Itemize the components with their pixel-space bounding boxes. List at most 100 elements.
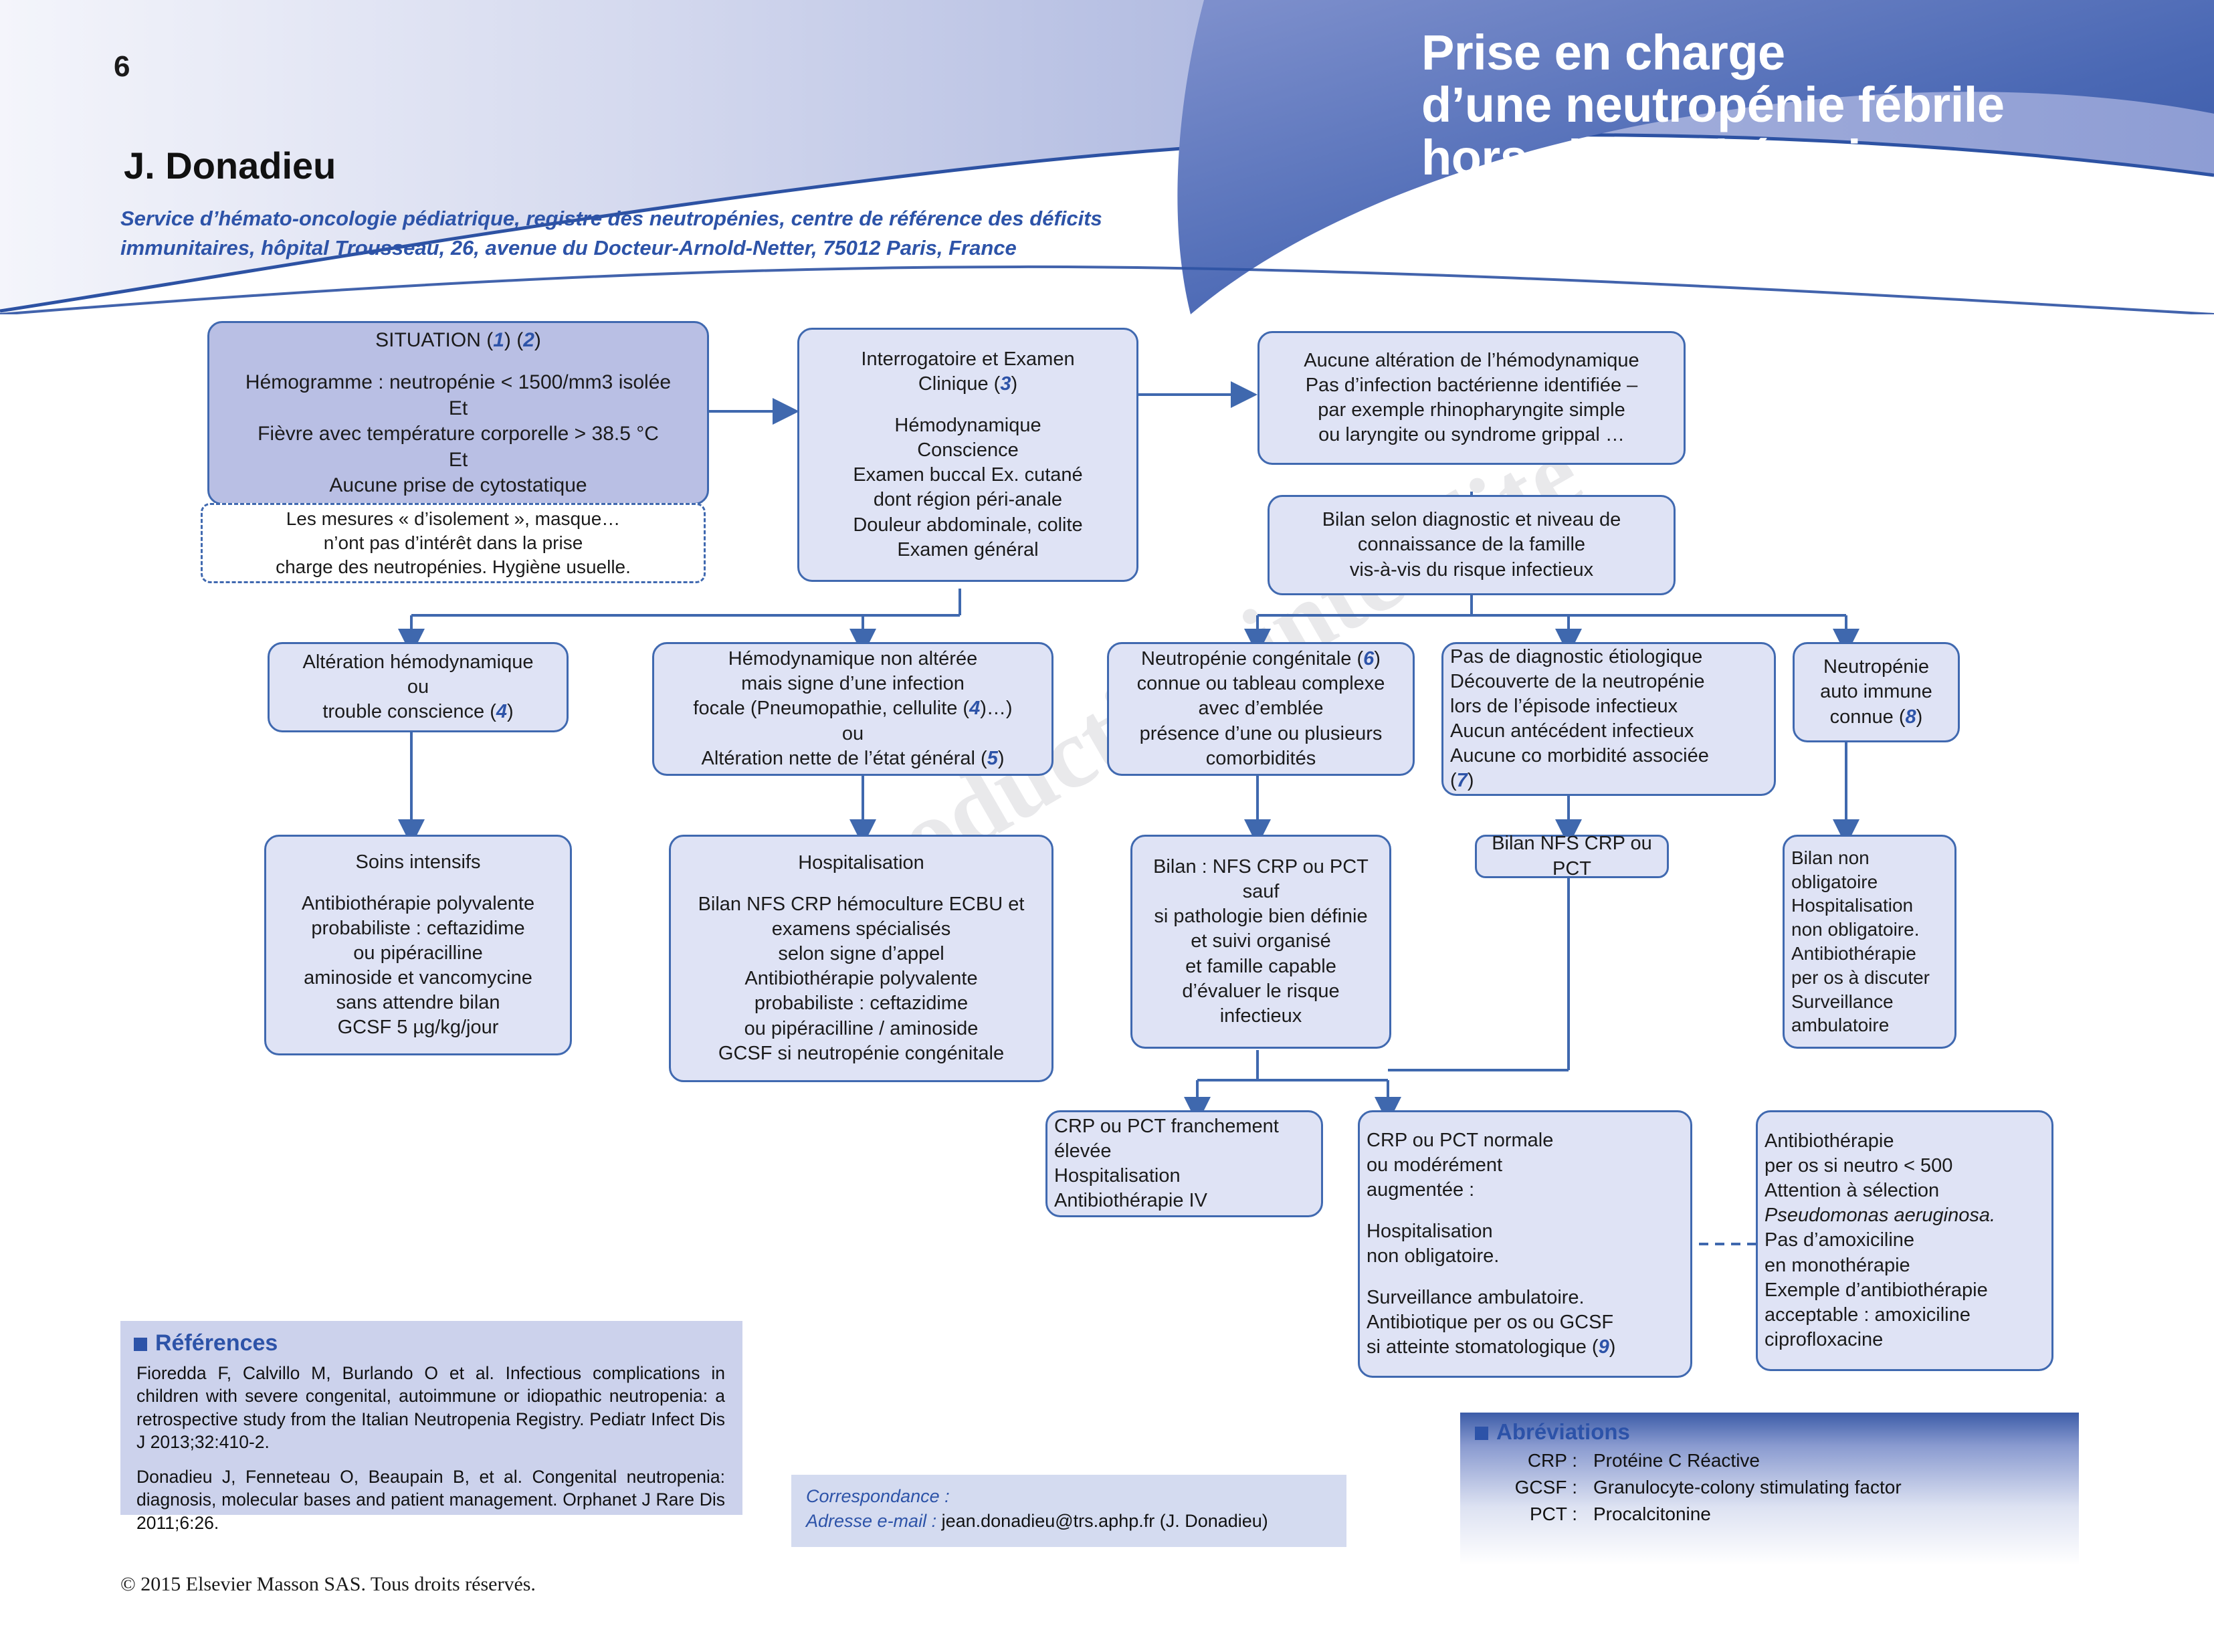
- abbreviations-panel: Abréviations CRP : Protéine C Réactive G…: [1460, 1413, 2079, 1565]
- node-situation[interactable]: SITUATION (1) (2) Hémogramme : neutropén…: [207, 321, 709, 505]
- author-name: J. Donadieu: [124, 144, 336, 187]
- branch4-line-5: Aucune co morbidité associée: [1450, 745, 1709, 767]
- soins-title: Soins intensifs: [355, 851, 481, 873]
- branch3-line-5: comorbidités: [1205, 747, 1316, 769]
- situation-line-4: Et: [448, 448, 468, 471]
- page-number: 6: [114, 50, 130, 83]
- soins-line-6: GCSF 5 µg/kg/jour: [337, 1017, 499, 1039]
- hosp-title: Hospitalisation: [798, 852, 924, 874]
- crpnorm-line-5: Hospitalisation: [1367, 1220, 1493, 1242]
- crpnorm-line-8: Surveillance ambulatoire.: [1367, 1286, 1585, 1308]
- bnoblig-line-6: per os à discuter: [1791, 966, 1930, 988]
- situation-title: SITUATION (1) (2): [375, 328, 541, 351]
- crpnorm-line-1: CRP ou PCT normale: [1367, 1129, 1554, 1151]
- aucune-line-4: ou laryngite ou syndrome grippal …: [1318, 424, 1625, 446]
- interrogatoire-line-6: Examen général: [897, 538, 1039, 560]
- abbreviations-heading: Abréviations: [1460, 1413, 2079, 1447]
- crpelev-line-2: élevée: [1054, 1140, 1112, 1162]
- bnoblig-line-4: non obligatoire.: [1791, 919, 1920, 940]
- soins-line-4: aminoside et vancomycine: [304, 966, 532, 989]
- page-header: 6 Prise en charge d’une neutropénie fébr…: [0, 0, 2214, 314]
- node-crp-pct-normale[interactable]: CRP ou PCT normale ou modérément augment…: [1358, 1110, 1692, 1378]
- node-interrogatoire[interactable]: Interrogatoire et Examen Clinique (3) Hé…: [797, 328, 1138, 582]
- hosp-line-6: ou pipéracilline / aminoside: [744, 1017, 979, 1039]
- node-soins-intensifs[interactable]: Soins intensifs Antibiothérapie polyvale…: [264, 835, 572, 1055]
- node-hospitalisation[interactable]: Hospitalisation Bilan NFS CRP hémocultur…: [669, 835, 1053, 1082]
- perps-line-8: acceptable : amoxiciline: [1765, 1304, 1971, 1326]
- bnoblig-line-3: Hospitalisation: [1791, 895, 1914, 916]
- crpelev-line-4: Antibiothérapie IV: [1054, 1190, 1207, 1212]
- email-label: Adresse e-mail :: [806, 1510, 937, 1531]
- node-branch-pas-de-diagnostic[interactable]: Pas de diagnostic étiologique Découverte…: [1441, 642, 1776, 796]
- perps-line-1: Antibiothérapie: [1765, 1130, 1894, 1152]
- reference-item: Fioredda F, Calvillo M, Burlando O et al…: [136, 1363, 725, 1453]
- isolation-line-3: charge des neutropénies. Hygiène usuelle…: [276, 556, 631, 577]
- references-panel: Références Fioredda F, Calvillo M, Burla…: [120, 1321, 742, 1533]
- soins-line-1: Antibiothérapie polyvalente: [301, 892, 535, 914]
- bilan-selon-line-1: Bilan selon diagnostic et niveau de: [1322, 509, 1621, 531]
- crpnorm-line-6: non obligatoire.: [1367, 1245, 1500, 1267]
- crpnorm-line-3: augmentée :: [1367, 1179, 1475, 1201]
- abbreviation-row: PCT : Procalcitonine: [1460, 1501, 2079, 1528]
- interrogatoire-line-1: Hémodynamique: [894, 415, 1041, 437]
- branch5-line-2: auto immune: [1820, 681, 1932, 703]
- bnoblig-line-1: Bilan non: [1791, 847, 1870, 868]
- crpnorm-line-2: ou modérément: [1367, 1154, 1503, 1176]
- branch4-line-3: lors de l’épisode infectieux: [1450, 695, 1678, 717]
- abbreviation-key: PCT :: [1529, 1503, 1577, 1524]
- node-bilan-nfs-sauf[interactable]: Bilan : NFS CRP ou PCT sauf si pathologi…: [1130, 835, 1391, 1049]
- perps-line-4: Pseudomonas aeruginosa.: [1765, 1205, 1996, 1227]
- branch5-line-1: Neutropénie: [1823, 656, 1929, 678]
- branch1-line-1: Altération hémodynamique: [302, 651, 534, 673]
- situation-line-2: Et: [448, 397, 468, 419]
- abbreviation-key: GCSF :: [1514, 1476, 1577, 1498]
- hosp-line-4: Antibiothérapie polyvalente: [744, 968, 978, 990]
- node-branch-neutropenie-congenitale[interactable]: Neutropénie congénitale (6) connue ou ta…: [1107, 642, 1415, 776]
- hosp-line-7: GCSF si neutropénie congénitale: [718, 1042, 1005, 1064]
- perps-line-7: Exemple d’antibiothérapie: [1765, 1279, 1988, 1301]
- node-crp-pct-elevee[interactable]: CRP ou PCT franchement élevée Hospitalis…: [1045, 1110, 1323, 1217]
- node-bilan-non-obligatoire[interactable]: Bilan non obligatoire Hospitalisation no…: [1783, 835, 1956, 1049]
- node-bilan-nfs-crp-pct[interactable]: Bilan NFS CRP ou PCT: [1475, 833, 1669, 880]
- crpnorm-line-9: Antibiotique per os ou GCSF: [1367, 1311, 1614, 1333]
- interrogatoire-title-2: Clinique (3): [918, 373, 1018, 395]
- branch2-line-2: mais signe d’une infection: [741, 673, 965, 695]
- bullet-square-icon: [134, 1338, 147, 1351]
- bilansauf-line-1: Bilan : NFS CRP ou PCT: [1153, 856, 1369, 878]
- bullet-square-icon: [1475, 1427, 1488, 1440]
- aucune-line-1: Aucune altération de l’hémodynamique: [1304, 349, 1639, 371]
- node-branch-hemodynamique-non-alteree[interactable]: Hémodynamique non altérée mais signe d’u…: [652, 642, 1053, 776]
- abbreviation-value: Procalcitonine: [1593, 1503, 1711, 1524]
- bilan-selon-line-2: connaissance de la famille: [1357, 534, 1586, 556]
- isolation-line-2: n’ont pas d’intérêt dans la prise: [323, 532, 583, 554]
- perps-line-6: en monothérapie: [1765, 1254, 1910, 1276]
- perps-line-2: per os si neutro < 500: [1765, 1155, 1953, 1177]
- bnoblig-line-5: Antibiothérapie: [1791, 943, 1916, 964]
- node-branch-alteration-hemodynamique[interactable]: Altération hémodynamique ou trouble cons…: [268, 642, 569, 732]
- bnoblig-line-7: Surveillance: [1791, 991, 1894, 1012]
- correspondence-label: Correspondance :: [806, 1486, 950, 1506]
- crpelev-line-3: Hospitalisation: [1054, 1165, 1181, 1186]
- branch2-line-3: focale (Pneumopathie, cellulite (4)…): [693, 698, 1013, 720]
- node-bilan-selon-diagnostic[interactable]: Bilan selon diagnostic et niveau de conn…: [1268, 495, 1676, 595]
- node-isolation-note[interactable]: Les mesures « d’isolement », masque… n’o…: [201, 503, 706, 583]
- hosp-line-1: Bilan NFS CRP hémoculture ECBU et: [698, 893, 1025, 915]
- situation-line-1: Hémogramme : neutropénie < 1500/mm3 isol…: [245, 371, 672, 394]
- situation-line-5: Aucune prise de cytostatique: [329, 474, 587, 497]
- soins-line-3: ou pipéracilline: [353, 942, 483, 964]
- hosp-line-2: examens spécialisés: [771, 918, 951, 940]
- soins-line-5: sans attendre bilan: [336, 991, 500, 1013]
- node-branch-neutropenie-auto-immune[interactable]: Neutropénie auto immune connue (8): [1793, 642, 1960, 742]
- abbreviation-value: Granulocyte-colony stimulating factor: [1593, 1476, 1902, 1498]
- isolation-line-1: Les mesures « d’isolement », masque…: [286, 508, 621, 530]
- email-value[interactable]: jean.donadieu@trs.aphp.fr (J. Donadieu): [941, 1510, 1268, 1531]
- bilansauf-line-3: si pathologie bien définie: [1154, 906, 1368, 928]
- abbreviation-value: Protéine C Réactive: [1593, 1450, 1760, 1471]
- soins-line-2: probabiliste : ceftazidime: [311, 917, 525, 939]
- branch3-line-3: avec d’emblée: [1198, 698, 1324, 720]
- node-antibiotherapie-per-os[interactable]: Antibiothérapie per os si neutro < 500 A…: [1756, 1110, 2053, 1371]
- node-aucune-alteration[interactable]: Aucune altération de l’hémodynamique Pas…: [1257, 331, 1686, 465]
- branch4-line-6: (7): [1450, 770, 1474, 792]
- bilansauf-line-5: et famille capable: [1185, 955, 1336, 977]
- abbreviation-row: GCSF : Granulocyte-colony stimulating fa…: [1460, 1474, 2079, 1501]
